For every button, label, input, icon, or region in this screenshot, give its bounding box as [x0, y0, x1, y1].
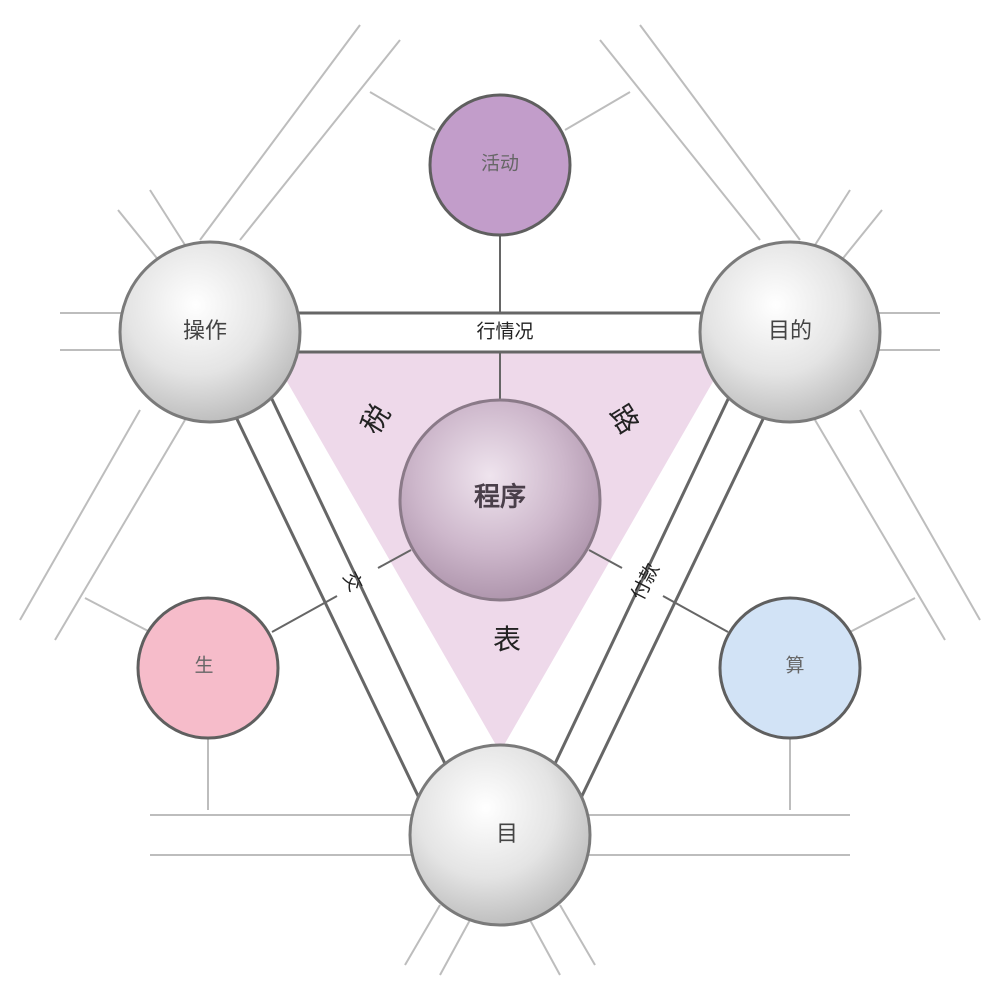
edge-label-right: 付款 [627, 560, 664, 604]
center-label: 程序 [474, 482, 526, 513]
corner-node-right [698, 240, 882, 424]
center-node [398, 398, 602, 602]
outer-label-top: 活动 [481, 153, 519, 175]
corner-label-right: 目的 [768, 319, 812, 344]
outer-node-left [136, 596, 280, 740]
corner-node-left [118, 240, 302, 424]
outer-label-left: 生 [194, 655, 213, 677]
outer-node-right [718, 596, 862, 740]
edge-label-top: 行情况 [476, 321, 533, 343]
outer-label-right: 算 [785, 655, 804, 677]
face-label-bottom: 表 [493, 623, 521, 656]
background-lines [19, 24, 981, 976]
triangle-bands [234, 311, 766, 801]
connector-lines [271, 235, 729, 633]
outer-node-top [428, 93, 572, 237]
corner-label-left: 操作 [183, 319, 227, 344]
corner-label-bottom: 目 [496, 822, 518, 847]
corner-node-bottom [408, 743, 592, 927]
